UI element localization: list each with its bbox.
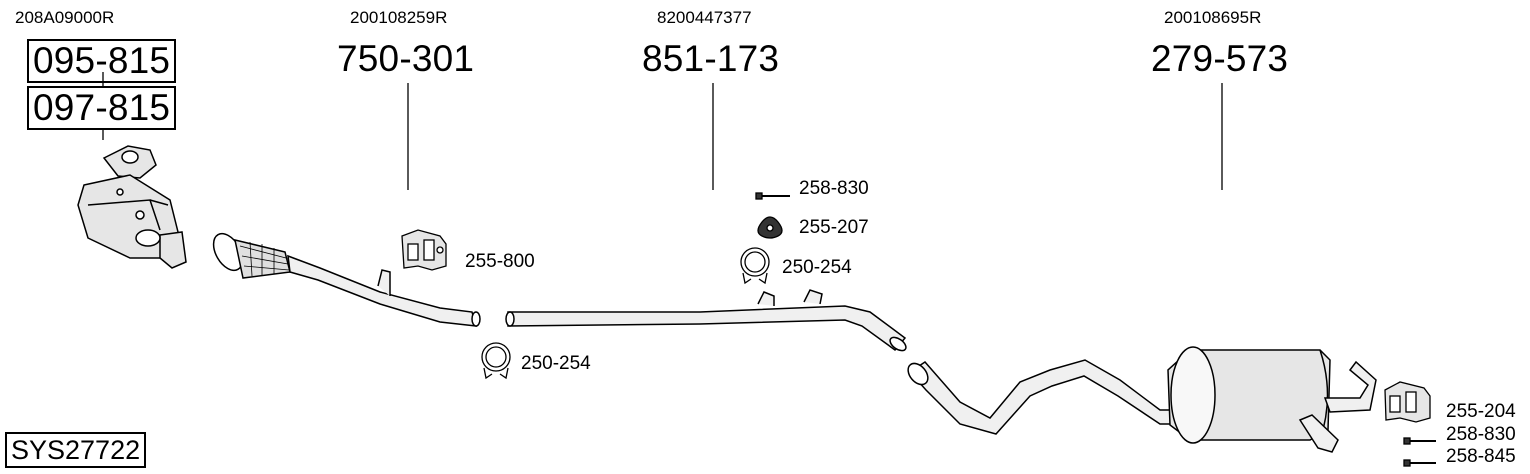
system-code-box: SYS27722 [5, 432, 147, 468]
bolt-mid-drawing [755, 192, 790, 200]
part-number-rubber-mount[interactable]: 255-207 [799, 217, 869, 238]
part-number-bolt-rear-2[interactable]: 258-845 [1446, 446, 1516, 467]
part-number-hanger-front[interactable]: 255-800 [465, 251, 535, 272]
clamp-front-drawing [481, 342, 511, 380]
bolt-rear-1-drawing [1403, 437, 1436, 445]
hanger-front-drawing [401, 229, 447, 271]
part-number-middle-pipe[interactable]: 851-173 [642, 38, 780, 79]
part-number-clamp-mid[interactable]: 250-254 [782, 257, 852, 278]
part-number-bolt-rear-1[interactable]: 258-830 [1446, 424, 1516, 445]
part-number-front-pipe[interactable]: 750-301 [337, 38, 475, 79]
oem-number-middle-pipe: 8200447377 [657, 8, 752, 27]
rear-silencer-drawing [907, 346, 1377, 453]
rubber-mount-drawing [757, 216, 783, 239]
part-number-bolt-mid[interactable]: 258-830 [799, 178, 869, 199]
front-pipe-drawing [212, 232, 481, 327]
part-number-clamp-front[interactable]: 250-254 [521, 353, 591, 374]
oem-number-catalyst: 208A09000R [15, 8, 115, 27]
oem-number-rear-silencer: 200108695R [1164, 8, 1262, 27]
part-number-box-catalyst-2[interactable]: 097-815 [27, 86, 177, 130]
part-number-hanger-rear[interactable]: 255-204 [1446, 401, 1516, 422]
hanger-rear-drawing [1384, 381, 1431, 423]
oem-number-front-pipe: 200108259R [350, 8, 448, 27]
middle-pipe-drawing [505, 289, 907, 352]
part-number-box-catalyst-1[interactable]: 095-815 [27, 39, 177, 83]
bolt-rear-2-drawing [1403, 459, 1436, 467]
part-number-rear-silencer[interactable]: 279-573 [1151, 38, 1289, 79]
clamp-mid-drawing [740, 247, 770, 285]
catalytic-converter-drawing [77, 145, 187, 269]
